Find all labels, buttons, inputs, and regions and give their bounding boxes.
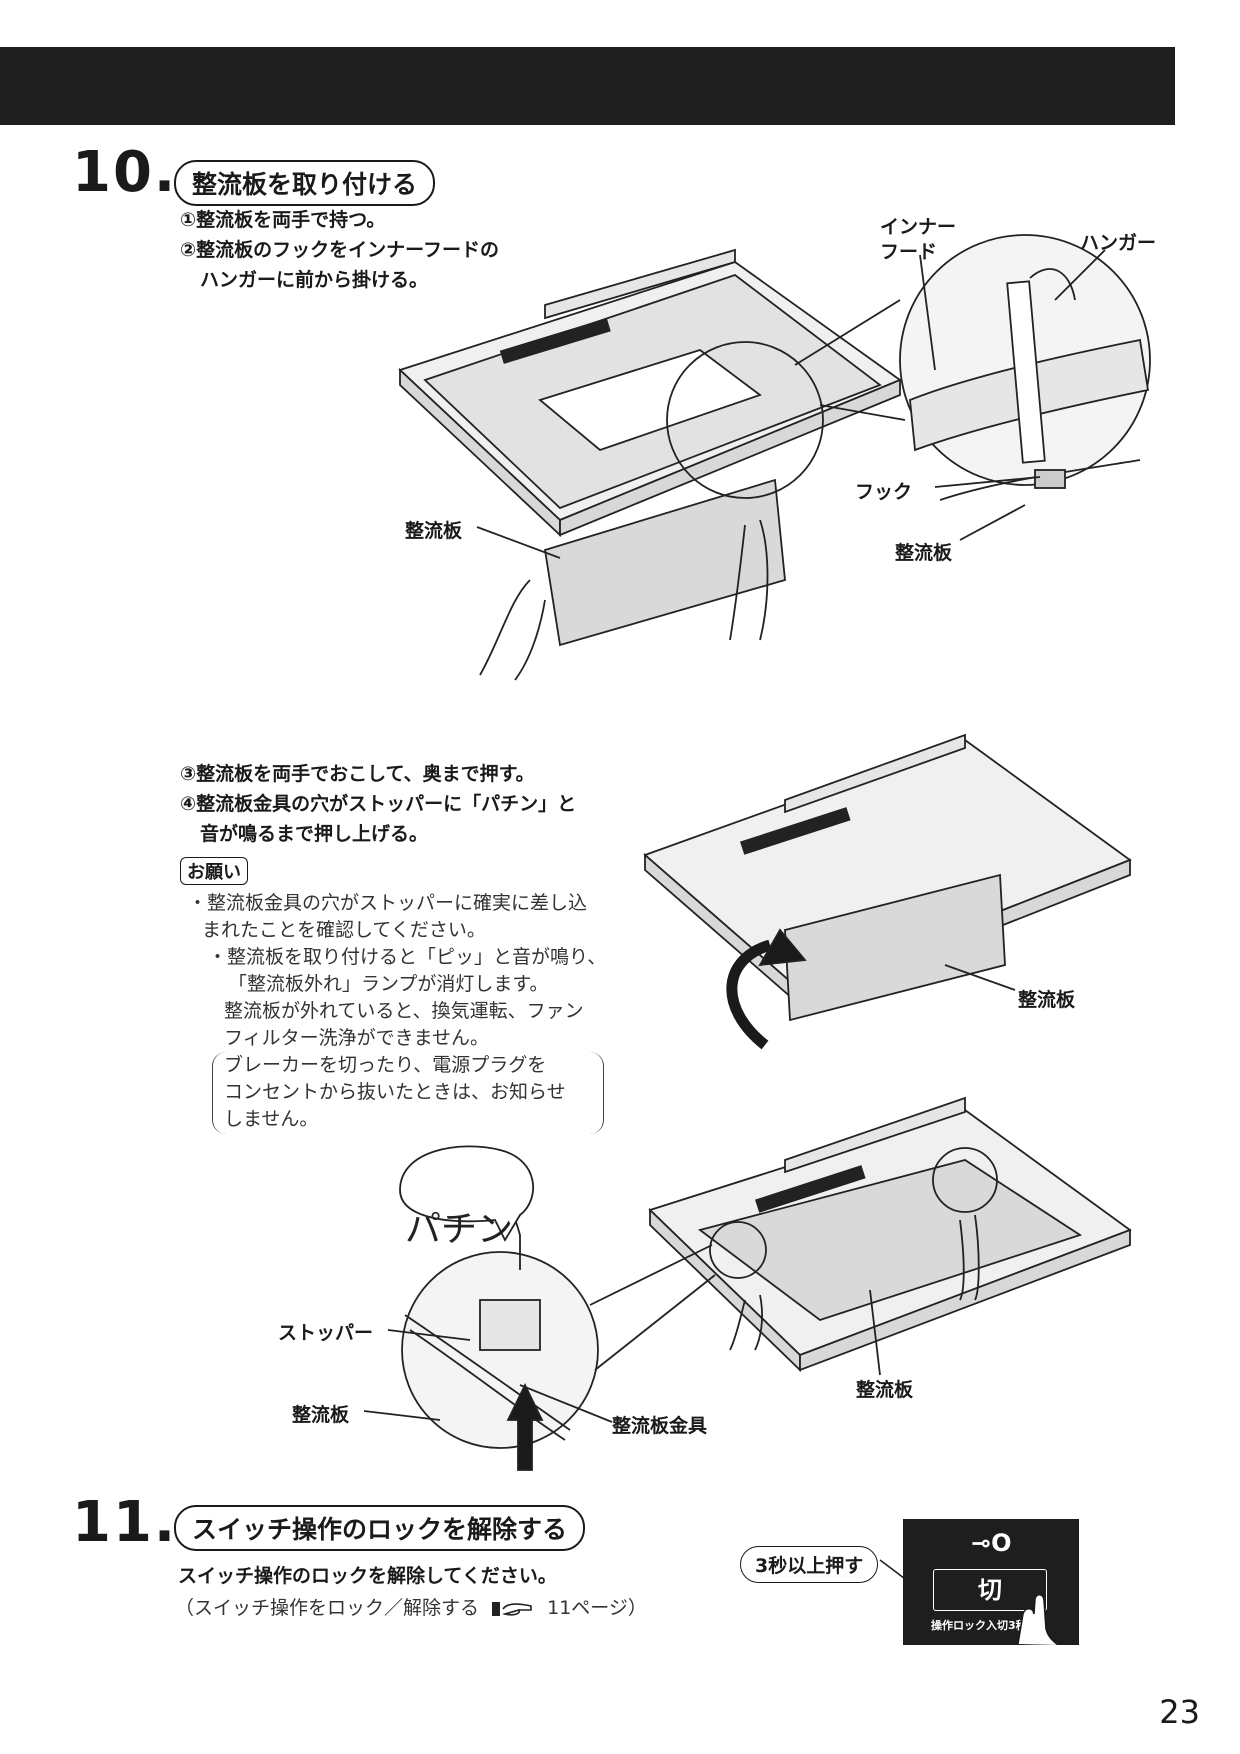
control-panel: ⊸O 切 操作ロック入切3秒 <box>903 1519 1079 1645</box>
bracket-line-1: ブレーカーを切ったり、電源プラグを <box>224 1054 547 1076</box>
note-line-2: まれたことを確認してください。 <box>202 919 486 941</box>
note-line-5: 整流板が外れていると、換気運転、ファン <box>224 1000 584 1022</box>
page-reference: （スイッチ操作をロック／解除する 11ページ） <box>175 1593 647 1620</box>
step-11-number: 11. <box>72 1490 178 1555</box>
label-panel-detail: 整流板 <box>895 542 953 564</box>
note-bracket <box>212 1052 604 1134</box>
note-line-1: ・整流板金具の穴がストッパーに確実に差し込 <box>188 892 588 914</box>
key-icon: ⊸O <box>971 1529 1012 1557</box>
label-stopper: ストッパー <box>278 1322 374 1344</box>
finger-icon <box>1017 1594 1059 1645</box>
header-bar <box>0 47 1175 125</box>
sound-bubble: パチン <box>405 1209 514 1250</box>
press-3s-label: 3秒以上押す <box>740 1546 879 1583</box>
off-button[interactable]: 切 <box>933 1569 1047 1611</box>
reference-text: （スイッチ操作をロック／解除する <box>175 1597 480 1619</box>
label-panel-fig2: 整流板 <box>1018 989 1076 1011</box>
note-line-3: ・整流板を取り付けると「ピッ」と音が鳴り、 <box>208 946 607 968</box>
instruction-4a: ④整流板金具の穴がストッパーに「パチン」と <box>180 793 577 815</box>
lock-hint: 操作ロック入切3秒 <box>931 1619 1027 1632</box>
instruction-2b: ハンガーに前から掛ける。 <box>200 269 429 291</box>
note-tag: お願い <box>180 857 248 885</box>
label-inner-hood-1: インナー <box>880 216 957 238</box>
instruction-4b: 音が鳴るまで押し上げる。 <box>200 823 429 845</box>
reference-page: 11ページ） <box>547 1597 647 1619</box>
step-11-instruction: スイッチ操作のロックを解除してください。 <box>178 1565 557 1587</box>
label-bracket: 整流板金具 <box>612 1415 708 1437</box>
step-10-title: 整流板を取り付ける <box>174 160 436 206</box>
instruction-3: ③整流板を両手でおこして、奥まで押す。 <box>180 763 535 785</box>
label-panel-right: 整流板 <box>856 1379 914 1401</box>
instruction-1: ①整流板を両手で持つ。 <box>180 209 386 231</box>
bracket-line-3: しません。 <box>224 1108 319 1130</box>
page-number: 23 <box>1159 1693 1200 1731</box>
pointing-hand-icon <box>491 1597 535 1619</box>
instruction-2a: ②整流板のフックをインナーフードの <box>180 239 499 261</box>
note-line-4: 「整流板外れ」ランプが消灯します。 <box>228 973 549 995</box>
label-inner-hood-2: フード <box>880 241 938 263</box>
note-line-6: フィルター洗浄ができません。 <box>224 1027 490 1049</box>
step-11-title: スイッチ操作のロックを解除する <box>174 1505 586 1551</box>
bracket-line-2: コンセントから抜いたときは、お知らせ <box>224 1081 566 1103</box>
label-hanger: ハンガー <box>1080 232 1157 254</box>
label-hook: フック <box>855 481 913 503</box>
step-10-number: 10. <box>72 140 178 205</box>
label-panel-left: 整流板 <box>292 1404 350 1426</box>
label-panel: 整流板 <box>405 520 463 542</box>
